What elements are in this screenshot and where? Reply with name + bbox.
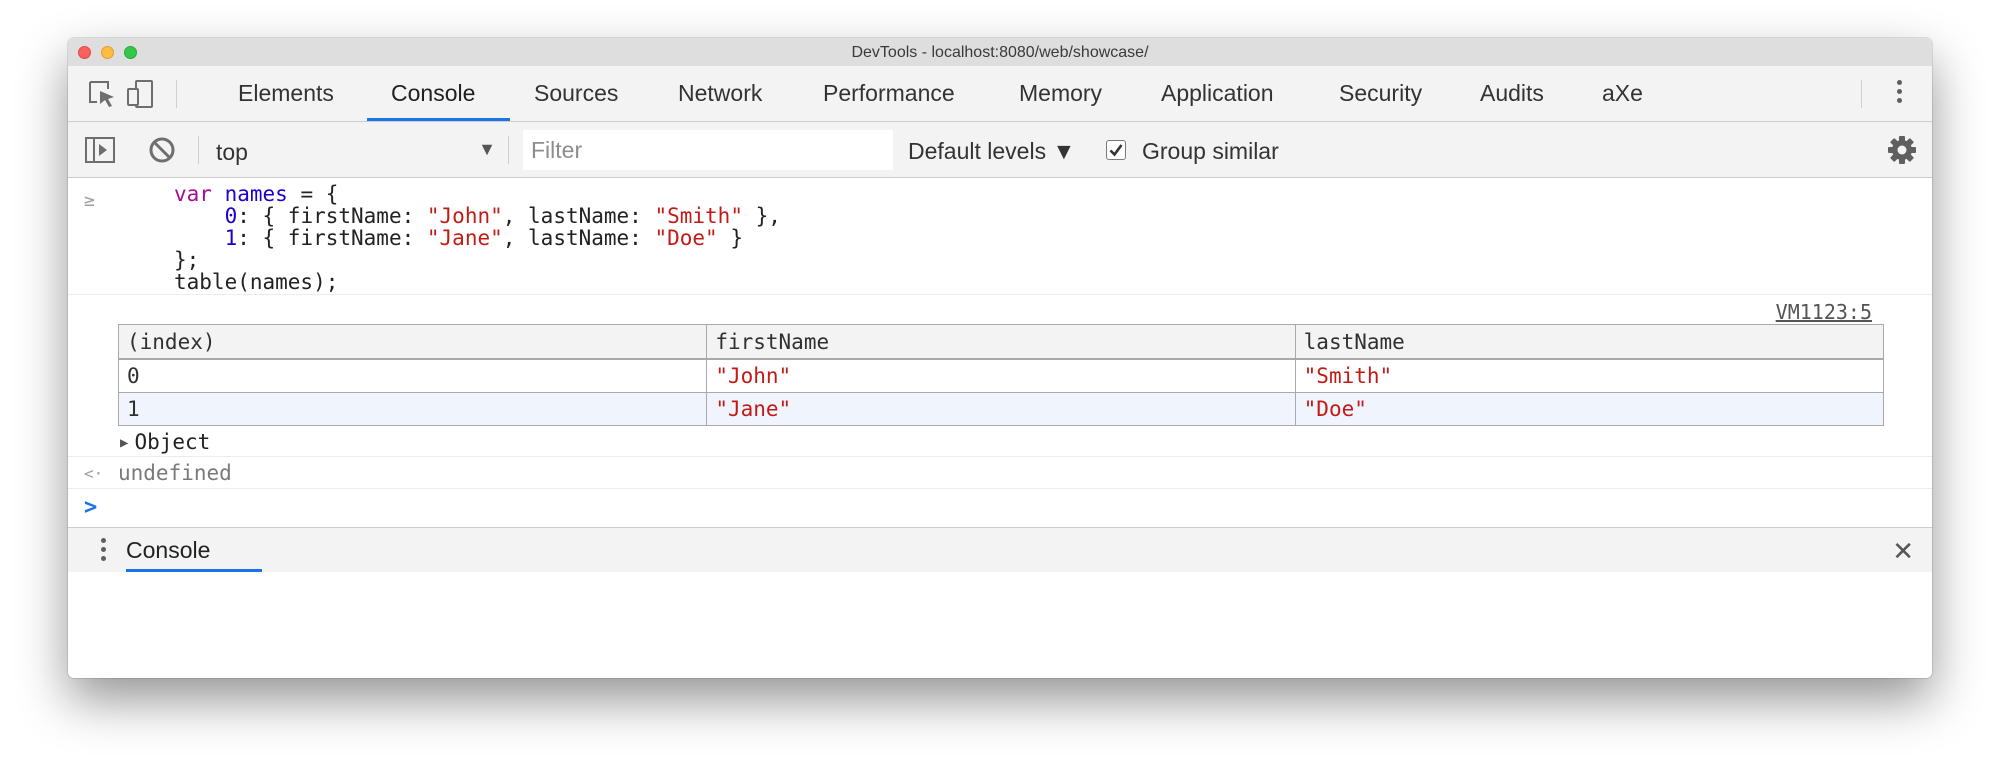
code-token: 0 xyxy=(224,204,238,228)
filter-input[interactable] xyxy=(523,130,893,170)
expand-triangle-icon[interactable]: ▶ xyxy=(120,435,129,451)
tab-sources[interactable]: Sources xyxy=(534,80,619,106)
code-token: names xyxy=(224,182,288,206)
execution-context-select[interactable]: top ▼ xyxy=(216,130,496,170)
table-row: 1 "Jane" "Doe" xyxy=(117,392,1885,426)
code-token: var xyxy=(174,182,212,206)
toolbar-separator xyxy=(508,136,509,164)
source-link[interactable]: VM1123:5 xyxy=(1775,300,1872,324)
code-token: = { xyxy=(287,182,339,206)
code-token: 1 xyxy=(224,226,238,250)
log-levels-dropdown[interactable]: Default levels ▼ xyxy=(908,138,1076,164)
code-token: "John" xyxy=(426,204,503,228)
table-header-lastname[interactable]: lastName xyxy=(1294,324,1885,360)
message-divider xyxy=(68,456,1932,457)
group-similar-label: Group similar xyxy=(1142,138,1279,164)
code-token: "Doe" xyxy=(654,226,718,250)
code-token: : { firstName: xyxy=(237,204,427,228)
code-line: var names = { xyxy=(174,182,338,206)
code-token: }, xyxy=(742,204,781,228)
table-cell-index: 1 xyxy=(117,392,708,426)
object-expander[interactable]: ▶ Object xyxy=(120,430,210,454)
table-cell-lastname: "Smith" xyxy=(1294,358,1885,393)
console-table: (index) firstName lastName 0 "John" "Smi… xyxy=(117,324,1885,426)
code-line: 1: { firstName: "Jane", lastName: "Doe" … xyxy=(174,226,743,250)
console-toolbar: top ▼ Default levels ▼ Group similar xyxy=(68,122,1932,178)
result-value: undefined xyxy=(118,461,232,485)
tab-network[interactable]: Network xyxy=(678,80,763,106)
code-token xyxy=(174,204,225,228)
code-snippet: var names = { 0: { firstName: "John", la… xyxy=(174,183,781,293)
settings-gear-icon[interactable] xyxy=(1886,134,1918,166)
tab-bar-separator xyxy=(176,80,177,108)
result-arrow-icon: <· xyxy=(84,464,104,483)
dropdown-arrow-icon: ▼ xyxy=(478,139,496,159)
clear-console-icon[interactable] xyxy=(146,134,178,166)
toolbar-separator xyxy=(198,136,199,164)
tab-performance[interactable]: Performance xyxy=(823,80,955,106)
inspect-element-icon[interactable] xyxy=(86,78,118,110)
tab-console[interactable]: Console xyxy=(391,80,476,106)
close-drawer-icon[interactable]: ✕ xyxy=(1892,536,1914,566)
code-line: table(names); xyxy=(174,270,338,294)
code-token xyxy=(174,226,225,250)
close-window-button[interactable] xyxy=(78,46,91,59)
device-toolbar-icon[interactable] xyxy=(124,78,156,110)
code-token: "Jane" xyxy=(426,226,503,250)
input-prompt-icon: ≥ xyxy=(84,190,95,211)
table-header-index[interactable]: (index) xyxy=(117,324,708,360)
minimize-window-button[interactable] xyxy=(101,46,114,59)
drawer-tab-console[interactable]: Console xyxy=(126,537,211,563)
code-token: : { firstName: xyxy=(237,226,427,250)
console-input-message: ≥ var names = { 0: { firstName: "John", … xyxy=(68,178,1932,295)
context-value: top xyxy=(216,139,248,165)
drawer-active-tab-indicator xyxy=(126,569,262,572)
message-divider xyxy=(68,488,1932,489)
code-line: 0: { firstName: "John", lastName: "Smith… xyxy=(174,204,781,228)
table-cell-lastname: "Doe" xyxy=(1294,392,1885,426)
devtools-window: DevTools - localhost:8080/web/showcase/ … xyxy=(68,38,1932,678)
tab-security[interactable]: Security xyxy=(1339,80,1423,106)
code-token xyxy=(212,182,225,206)
group-similar-checkbox[interactable] xyxy=(1106,140,1126,160)
zoom-window-button[interactable] xyxy=(124,46,137,59)
prompt-caret-icon: > xyxy=(84,495,98,520)
tab-application[interactable]: Application xyxy=(1161,80,1274,106)
main-tab-bar: Elements Console Sources Network Perform… xyxy=(68,66,1932,122)
code-token: }; xyxy=(174,248,200,272)
console-prompt[interactable]: > xyxy=(68,489,1932,527)
title-bar: DevTools - localhost:8080/web/showcase/ xyxy=(68,38,1932,67)
code-line: }; xyxy=(174,248,199,272)
show-sidebar-icon[interactable] xyxy=(84,134,116,166)
tab-memory[interactable]: Memory xyxy=(1019,80,1103,106)
active-tab-indicator xyxy=(367,118,510,121)
window-title: DevTools - localhost:8080/web/showcase/ xyxy=(851,44,1149,61)
code-token: } xyxy=(717,226,743,250)
code-token: , lastName: xyxy=(502,204,655,228)
table-row: 0 "John" "Smith" xyxy=(117,358,1885,393)
more-options-icon[interactable] xyxy=(1897,80,1903,107)
tab-bar-separator-right xyxy=(1861,80,1862,108)
console-result-message: <· undefined xyxy=(68,457,1932,489)
object-label: Object xyxy=(134,430,211,454)
table-cell-firstname: "Jane" xyxy=(706,392,1296,426)
code-token: "Smith" xyxy=(654,204,743,228)
code-token: table(names); xyxy=(174,270,339,294)
table-header-firstname[interactable]: firstName xyxy=(706,324,1296,360)
code-token: , lastName: xyxy=(502,226,655,250)
tab-elements[interactable]: Elements xyxy=(238,80,334,106)
table-header-row: (index) firstName lastName xyxy=(117,324,1885,360)
tab-axe[interactable]: aXe xyxy=(1602,80,1643,106)
drawer: Console ✕ xyxy=(68,527,1932,572)
tab-audits[interactable]: Audits xyxy=(1480,80,1544,106)
checkmark-icon xyxy=(1109,144,1123,157)
table-cell-index: 0 xyxy=(117,358,708,393)
table-cell-firstname: "John" xyxy=(706,358,1296,393)
drawer-menu-icon[interactable] xyxy=(101,538,107,565)
